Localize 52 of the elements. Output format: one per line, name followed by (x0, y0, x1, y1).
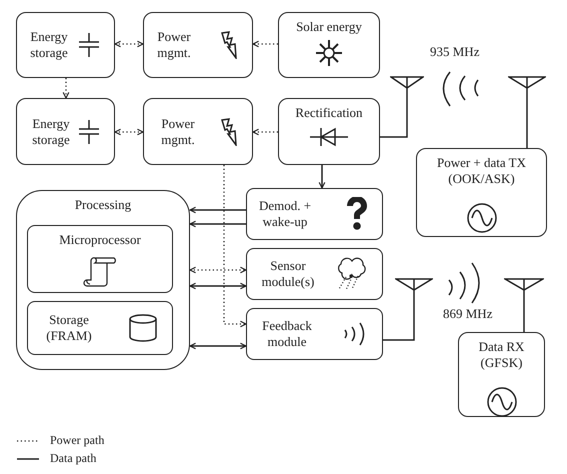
node-label: Solar energy (295, 19, 363, 35)
connector-line (380, 98, 408, 138)
legend-label: Data path (50, 451, 96, 466)
node-label: Data RX (GFSK) (478, 339, 526, 370)
antenna-symbol (508, 76, 546, 98)
node-label: Demod. + wake-up (258, 198, 312, 230)
node-label: Rectification (294, 105, 364, 121)
block-box (416, 148, 547, 237)
group-box (16, 190, 190, 370)
block-box (278, 98, 380, 165)
legend-label: Power path (50, 433, 104, 448)
antenna-symbol (504, 278, 544, 300)
block-box (27, 225, 173, 293)
block-box (246, 248, 383, 300)
arrow (189, 266, 247, 274)
arrow (223, 165, 247, 328)
block-box (246, 188, 383, 240)
arrow (189, 220, 246, 228)
arrow (114, 128, 144, 136)
block-box (16, 12, 115, 78)
arrow (114, 40, 144, 48)
connector-line (523, 300, 525, 332)
arrow (189, 342, 247, 350)
arrow (189, 282, 247, 290)
node-label: Power + data TX (OOK/ASK) (436, 155, 528, 186)
block-box (143, 12, 253, 78)
arrow (252, 128, 278, 136)
node-label: Sensor module(s) (260, 258, 316, 290)
node-label: Storage (FRAM) (45, 312, 93, 344)
connector-line (383, 300, 415, 341)
block-box (278, 12, 380, 78)
block-box (458, 332, 545, 417)
arrow (318, 165, 326, 189)
arrow (252, 40, 278, 48)
node-label: Energy storage (31, 116, 71, 148)
block-box (27, 301, 173, 355)
frequency-label: 869 MHz (443, 306, 492, 322)
antenna-symbol (390, 76, 424, 98)
arrow (62, 78, 70, 99)
block-box (16, 98, 115, 165)
node-label: Processing (74, 197, 132, 213)
node-label: Microprocessor (58, 232, 142, 248)
block-box (246, 308, 383, 360)
block-box (143, 98, 253, 165)
node-label: Energy storage (29, 29, 69, 61)
arrow (189, 206, 246, 214)
node-label: Feedback module (261, 318, 313, 350)
antenna-symbol (395, 278, 433, 300)
frequency-label: 935 MHz (430, 44, 480, 60)
node-label: Power mgmt. (160, 116, 196, 148)
node-label: Power mgmt. (156, 29, 192, 61)
connector-line (526, 98, 528, 148)
